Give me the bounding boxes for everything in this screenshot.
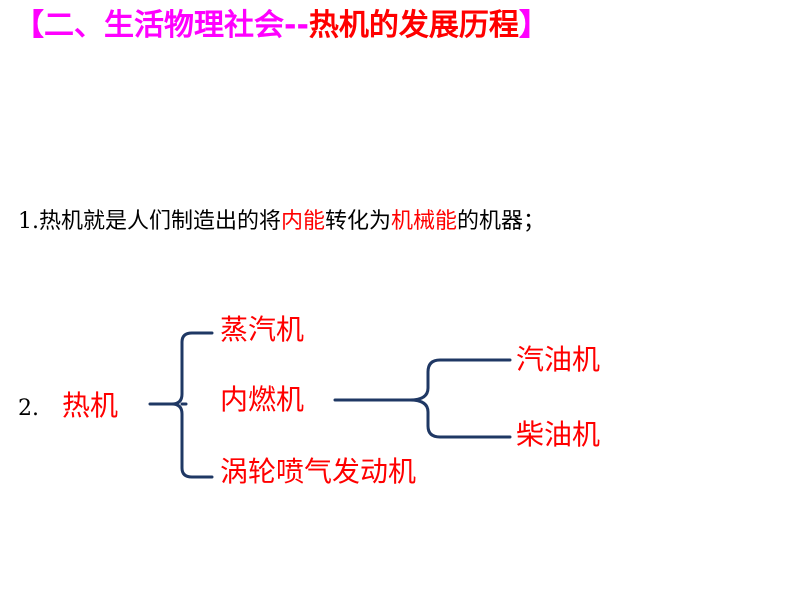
page-title: 【二、生活物理社会--热机的发展历程】 <box>14 6 549 46</box>
sub-bracket <box>333 358 512 439</box>
title-lead: 二、生活物理社会-- <box>44 8 309 43</box>
point-1-suffix: 的机器； <box>457 209 546 234</box>
branch-steam-engine: 蒸汽机 <box>220 313 305 346</box>
point-1-prefix: 1.热机就是人们制造出的将 <box>18 209 281 234</box>
tree-root-heat-engine: 热机 <box>62 389 119 422</box>
point-2-number: 2. <box>18 396 39 421</box>
branch-turbojet-engine: 涡轮喷气发动机 <box>220 455 417 488</box>
point-1-mid: 转化为 <box>325 209 392 234</box>
branch-internal-combustion-engine: 内燃机 <box>220 383 305 416</box>
sub-branch-gasoline-engine: 汽油机 <box>516 343 601 376</box>
title-close-bracket: 】 <box>518 8 549 43</box>
sub-branch-diesel-engine: 柴油机 <box>516 418 601 451</box>
title-open-bracket: 【 <box>14 8 44 43</box>
point-1-definition: 1.热机就是人们制造出的将内能转化为机械能的机器； <box>18 205 545 239</box>
point-1-internal-energy: 内能 <box>281 209 326 234</box>
point-1-mechanical-energy: 机械能 <box>391 209 458 234</box>
title-highlight: 热机的发展历程 <box>308 8 519 43</box>
main-bracket <box>148 331 214 479</box>
